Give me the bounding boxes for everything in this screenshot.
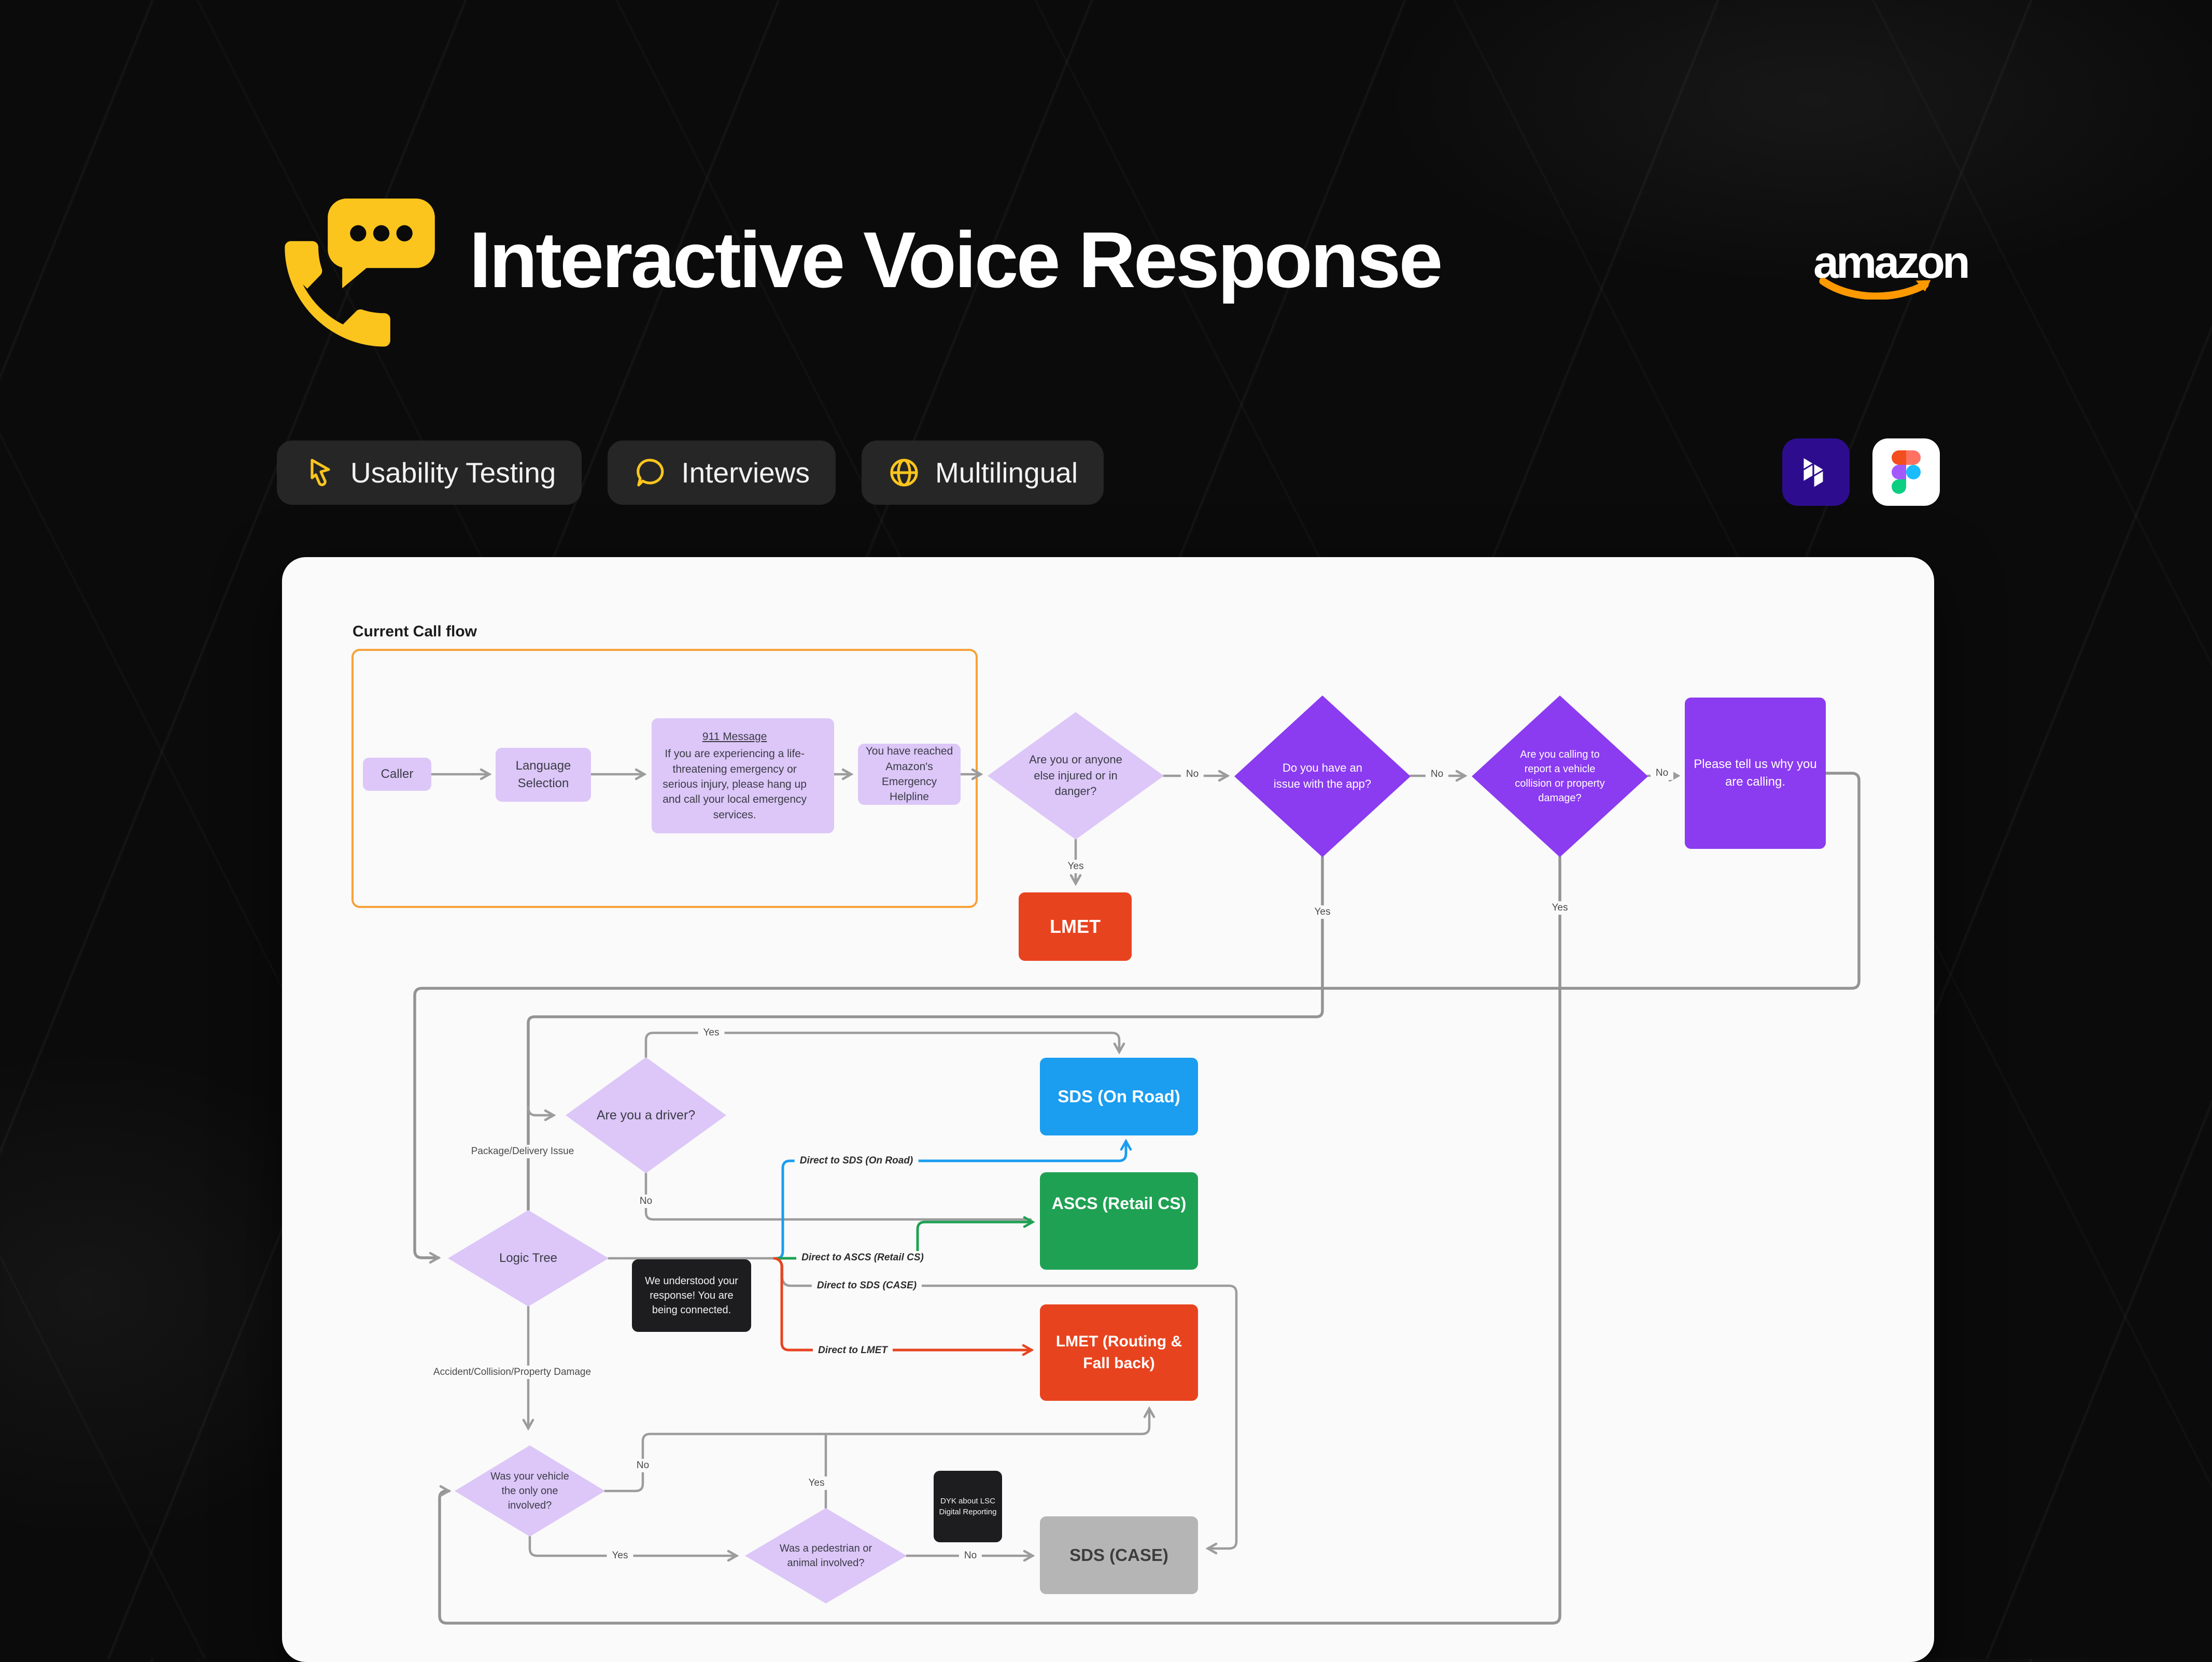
node-lmet: LMET [1019, 892, 1132, 961]
node-dyk-lsc-digital-reporting: DYK about LSC Digital Reporting [934, 1471, 1002, 1542]
edge-direct-sds-case [773, 1257, 1238, 1555]
edge-label-no: No [634, 1195, 658, 1208]
edge-label-no: No [1180, 768, 1204, 781]
tag-usability-testing[interactable]: Usability Testing [277, 441, 582, 505]
edge-label-direct-ascs: Direct to ASCS (Retail CS) [796, 1251, 929, 1265]
edge-label-yes: Yes [803, 1476, 830, 1490]
edge-label-no: No [959, 1549, 982, 1562]
edge-driver-no [644, 1172, 1032, 1221]
node-caller: Caller [363, 758, 431, 791]
edge-label-yes: Yes [698, 1026, 725, 1040]
node-emergency-helpline: You have reached Amazon's Emergency Help… [858, 744, 961, 805]
cursor-icon [311, 459, 330, 487]
globe-icon [890, 459, 918, 487]
edge-label-direct-sds-onroad: Direct to SDS (On Road) [794, 1154, 919, 1168]
edge-label-no: No [1425, 768, 1449, 781]
edge-appissue-yes-loop [527, 856, 1324, 1212]
edge-direct-sds-onroad [775, 1139, 1132, 1260]
node-911-message: 911 Message If you are experiencing a li… [652, 718, 834, 833]
tag-interviews[interactable]: Interviews [608, 441, 836, 505]
section-label: Current Call flow [353, 623, 477, 640]
edge-label-yes: Yes [1062, 860, 1089, 873]
node-understood-response: We understood your response! You are bei… [632, 1259, 751, 1332]
node-lmet-routing-fallback: LMET (Routing & Fall back) [1040, 1304, 1198, 1401]
edge-label-direct-sds-case: Direct to SDS (CASE) [811, 1279, 922, 1292]
tag-label: Multilingual [935, 457, 1078, 489]
edge-label-yes: Yes [607, 1549, 633, 1562]
figma-app-icon[interactable] [1872, 438, 1940, 506]
edge-tellus-logictree-loop [413, 772, 1861, 1264]
app-icon-row [1782, 438, 1940, 506]
node-language-selection: Language Selection [496, 748, 591, 802]
node-sds-case: SDS (CASE) [1040, 1516, 1198, 1594]
edge-vehicle-yes [528, 1535, 739, 1562]
amazon-smile-icon [1819, 278, 1931, 300]
node-ascs-retail-cs: ASCS (Retail CS) [1040, 1172, 1198, 1270]
tag-label: Usability Testing [350, 457, 556, 489]
edge-label-no: No [631, 1459, 655, 1472]
edge-label-yes: Yes [1546, 901, 1573, 915]
edge-label-direct-lmet: Direct to LMET [812, 1344, 893, 1357]
edge-collision-yes-loop [438, 856, 1561, 1625]
edge-vehicle-no [603, 1406, 1156, 1493]
dovetail-app-icon[interactable] [1782, 438, 1850, 506]
page-title: Interactive Voice Response [469, 216, 1443, 304]
node-tell-us-why: Please tell us why you are calling. [1685, 698, 1826, 849]
phone-chat-icon [285, 198, 435, 347]
edge-driver-yes [644, 1031, 1125, 1059]
tag-label: Interviews [681, 457, 810, 489]
node-911-title: 911 Message [702, 730, 767, 743]
chat-bubble-icon [637, 459, 664, 487]
amazon-logo: amazon [1813, 236, 1970, 300]
node-sds-on-road: SDS (On Road) [1040, 1058, 1198, 1135]
tag-row: Usability Testing Interviews Multilingua… [277, 441, 1104, 505]
amazon-wordmark: amazon [1813, 236, 1970, 288]
node-911-body: If you are experiencing a life-threateni… [663, 748, 807, 821]
edge-label-no: No [1650, 766, 1674, 780]
edge-label-package-delivery: Package/Delivery Issue [466, 1145, 580, 1158]
tag-multilingual[interactable]: Multilingual [861, 441, 1104, 505]
edge-label-yes: Yes [1309, 905, 1336, 919]
edge-label-accident-collision: Accident/Collision/Property Damage [428, 1366, 597, 1379]
edge-branch-driver [527, 1105, 556, 1121]
edge-direct-lmet [773, 1257, 1034, 1356]
